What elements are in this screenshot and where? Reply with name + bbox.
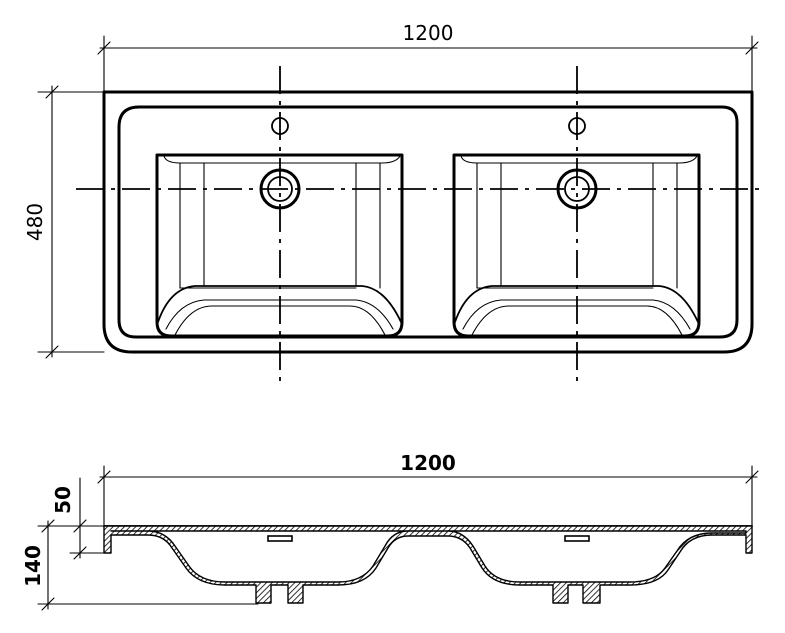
center-lines — [76, 66, 765, 382]
basin-inner-rim — [117, 105, 739, 339]
top-width-dimension: 1200 — [97, 21, 759, 93]
section-view: 1200 50 140 — [21, 451, 759, 611]
left-overflow-slot — [267, 535, 293, 542]
section-height-label: 140 — [21, 545, 45, 587]
section-rim-dimension: 50 — [51, 477, 109, 560]
top-width-label: 1200 — [403, 21, 454, 45]
top-depth-dimension: 480 — [23, 85, 105, 359]
section-height-dimension: 140 — [21, 519, 259, 611]
basin-outer-outline — [102, 90, 754, 354]
section-shell — [103, 525, 753, 604]
section-width-dimension: 1200 — [97, 451, 759, 529]
top-view: 1200 480 — [23, 21, 765, 382]
top-depth-label: 480 — [23, 203, 47, 241]
section-rim-label: 50 — [51, 486, 75, 514]
section-width-label: 1200 — [400, 451, 456, 475]
right-overflow-slot — [564, 535, 590, 542]
